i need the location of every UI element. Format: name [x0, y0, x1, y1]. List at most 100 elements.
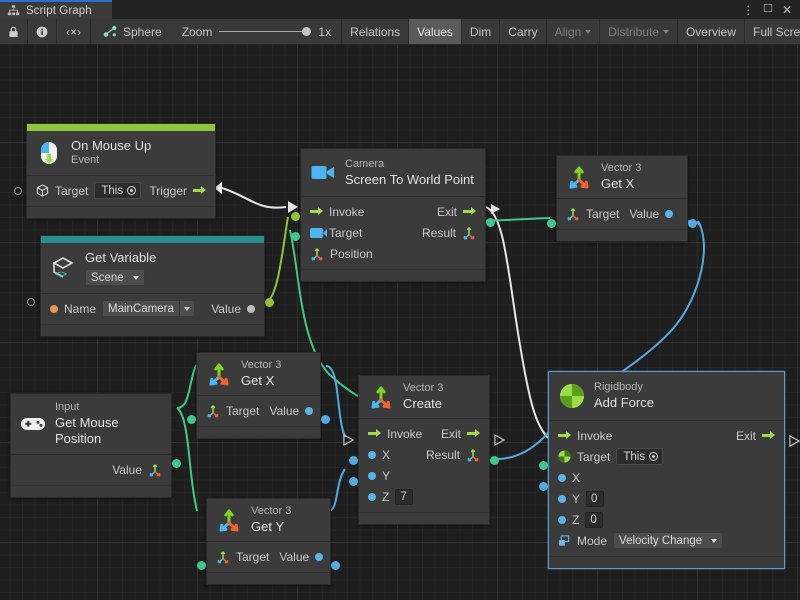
chevron-down-icon[interactable]: [178, 300, 195, 318]
port-dot-x: [368, 450, 376, 459]
port-label-target: Target: [329, 225, 363, 240]
kebab-menu-icon[interactable]: ⋮: [742, 2, 755, 17]
port-target[interactable]: Target This: [36, 182, 142, 199]
align-button[interactable]: Align: [547, 19, 601, 44]
target-picker-icon[interactable]: [127, 186, 137, 195]
port-value[interactable]: Value: [629, 207, 674, 221]
node-accent-bar: [27, 124, 215, 131]
values-button[interactable]: Values: [409, 19, 462, 44]
port-x[interactable]: X: [368, 448, 390, 462]
dim-button[interactable]: Dim: [462, 19, 501, 44]
y-value-field[interactable]: 0: [586, 490, 605, 507]
node-rigidbody-add-force[interactable]: Rigidbody Add Force Invoke Exit: [539, 371, 800, 569]
port-name[interactable]: Name MainCamera: [50, 300, 195, 318]
port-knob-value-out[interactable]: [265, 298, 274, 307]
target-picker-icon[interactable]: [649, 452, 659, 461]
node-vector3-get-x-mid[interactable]: Vector 3 Get X Target Value: [187, 352, 330, 439]
port-exit[interactable]: Exit: [437, 205, 476, 219]
flow-invoke-connector-icon[interactable]: [343, 434, 354, 446]
target-this-field[interactable]: This: [616, 448, 664, 465]
node-on-mouse-up[interactable]: On Mouse Up Event Target This: [14, 123, 216, 219]
port-exit[interactable]: Exit: [736, 429, 775, 443]
port-knob-result-out[interactable]: [486, 218, 495, 227]
zoom-slider-knob[interactable]: [302, 27, 312, 36]
full-screen-button[interactable]: Full Screen: [745, 19, 800, 44]
port-y[interactable]: Y: [368, 469, 390, 483]
port-knob-value-out[interactable]: [688, 219, 697, 228]
z-value-field[interactable]: 7: [395, 488, 414, 505]
port-value[interactable]: Value: [279, 550, 324, 564]
variable-scope-dropdown[interactable]: Scene: [85, 269, 145, 287]
port-knob-value-out[interactable]: [172, 459, 181, 468]
port-knob-result-out[interactable]: [490, 456, 499, 465]
mode-dropdown[interactable]: Velocity Change: [613, 532, 724, 549]
node-vector3-get-y[interactable]: Vector 3 Get Y Target Value: [197, 498, 340, 585]
port-knob-target-in[interactable]: [547, 219, 556, 228]
target-this-field[interactable]: This: [94, 182, 142, 199]
maximize-icon[interactable]: ☐: [763, 3, 773, 15]
port-knob-target-in[interactable]: [14, 187, 22, 195]
port-y[interactable]: Y 0: [558, 490, 605, 507]
close-icon[interactable]: ✕: [781, 2, 792, 17]
port-knob-target-in[interactable]: [539, 461, 548, 470]
port-knob-target-in[interactable]: [187, 415, 196, 424]
node-subtitle: Vector 3: [403, 382, 444, 394]
node-get-variable[interactable]: <> Get Variable Scene Name: [27, 235, 274, 338]
node-input-get-mouse-position[interactable]: Input Get Mouse Position Value: [10, 393, 181, 499]
port-z[interactable]: Z 0: [558, 511, 604, 528]
port-knob-x-in[interactable]: [539, 482, 548, 491]
port-knob-x-in[interactable]: [349, 456, 358, 465]
port-result[interactable]: Result: [422, 226, 476, 240]
port-position[interactable]: Position: [310, 247, 373, 261]
port-knob-name-in[interactable]: [27, 298, 35, 306]
z-value-field[interactable]: 0: [585, 511, 604, 528]
port-target[interactable]: Target: [206, 404, 259, 418]
port-exit[interactable]: Exit: [441, 427, 480, 441]
port-invoke[interactable]: Invoke: [368, 427, 422, 441]
info-button[interactable]: [28, 19, 57, 44]
port-trigger[interactable]: Trigger: [149, 184, 206, 198]
port-row-position: Position: [301, 243, 485, 264]
port-knob-value-out[interactable]: [331, 561, 340, 570]
port-value[interactable]: Value: [112, 463, 162, 477]
port-value[interactable]: Value: [269, 404, 314, 418]
flow-exit-connector-icon[interactable]: [789, 435, 800, 447]
node-vector3-create[interactable]: Vector 3 Create Invoke Exit: [343, 375, 505, 525]
flow-exit-connector-icon[interactable]: [494, 434, 505, 446]
port-knob-y-in[interactable]: [349, 477, 358, 486]
graph-canvas[interactable]: On Mouse Up Event Target This: [0, 45, 800, 600]
variable-name-combo[interactable]: MainCamera: [102, 300, 195, 318]
port-result[interactable]: Result: [426, 448, 480, 462]
lock-button[interactable]: [0, 19, 28, 44]
port-z[interactable]: Z 7: [368, 488, 414, 505]
graph-object-field[interactable]: Sphere: [91, 19, 172, 44]
port-target[interactable]: Target: [216, 550, 269, 564]
node-vector3-get-x-top[interactable]: Vector 3 Get X Target Value: [547, 155, 697, 242]
overview-button[interactable]: Overview: [678, 19, 745, 44]
code-toggle-button[interactable]: ‹×›: [57, 19, 91, 44]
rigidbody-icon: [559, 383, 585, 409]
carry-button[interactable]: Carry: [500, 19, 547, 44]
port-label-invoke: Invoke: [387, 426, 423, 441]
port-knob-target-in[interactable]: [197, 561, 206, 570]
distribute-button[interactable]: Distribute: [600, 19, 678, 44]
port-invoke[interactable]: Invoke: [310, 205, 364, 219]
node-title: Get Mouse Position: [55, 414, 119, 446]
port-knob-position-in[interactable]: [291, 232, 300, 241]
flow-exit-connector-icon[interactable]: [490, 203, 501, 215]
mouse-up-event-icon: [36, 140, 62, 166]
port-knob-value-out[interactable]: [321, 415, 330, 424]
port-target[interactable]: Target This: [558, 448, 664, 465]
zoom-slider[interactable]: [219, 25, 312, 39]
port-knob-target-in[interactable]: [291, 212, 300, 221]
port-target[interactable]: Target: [310, 226, 362, 240]
port-value[interactable]: Value: [211, 302, 255, 316]
relations-button[interactable]: Relations: [342, 19, 410, 44]
port-target[interactable]: Target: [566, 207, 619, 221]
port-mode[interactable]: Mode Velocity Change: [558, 532, 724, 549]
node-camera-screen-to-world-point[interactable]: Camera Screen To World Point Invoke Exit: [291, 148, 501, 282]
zoom-control[interactable]: Zoom 1x: [172, 19, 343, 44]
port-x[interactable]: X: [558, 471, 580, 485]
port-invoke[interactable]: Invoke: [558, 429, 612, 443]
tab-script-graph[interactable]: Script Graph: [0, 0, 112, 19]
